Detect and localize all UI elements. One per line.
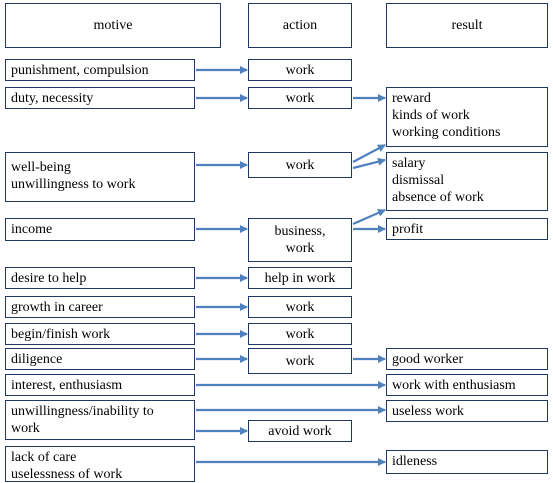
motive-box-desire-to-help: desire to help: [5, 267, 195, 289]
motive-box-punishment: punishment, compulsion: [5, 59, 195, 81]
arrow-work-to-salary: [352, 157, 386, 170]
action-box-work-4: work: [248, 296, 352, 318]
action-header: action: [248, 3, 352, 48]
motive-box-begin-finish: begin/finish work: [5, 323, 195, 345]
action-box-work-5: work: [248, 323, 352, 345]
motive-box-lack-of-care: lack of care uselessness of work: [5, 446, 195, 482]
motive-box-interest: interest, enthusiasm: [5, 374, 195, 396]
action-box-work-2: work: [248, 87, 352, 109]
motive-box-well-being: well-being unwillingness to work: [5, 152, 195, 202]
motive-box-duty: duty, necessity: [5, 87, 195, 109]
result-box-enthusiasm: work with enthusiasm: [386, 374, 548, 396]
motive-box-diligence: diligence: [5, 348, 195, 370]
result-box-idleness: idleness: [386, 450, 548, 474]
motive-box-income: income: [5, 218, 195, 241]
action-box-work-3: work: [248, 152, 352, 178]
result-header: result: [386, 3, 548, 48]
motive-box-unwillingness: unwillingness/inability to work: [5, 400, 195, 440]
result-box-reward: reward kinds of work working conditions: [386, 87, 548, 147]
motive-header: motive: [5, 3, 221, 48]
motive-box-career: growth in career: [5, 296, 195, 318]
action-box-business: business, work: [248, 218, 352, 262]
result-box-salary: salary dismissal absence of work: [386, 152, 548, 211]
arrow-business-to-salary: [352, 208, 386, 226]
arrow-work-to-reward-up: [352, 144, 386, 163]
result-box-useless-work: useless work: [386, 400, 548, 422]
action-box-avoid-work: avoid work: [248, 420, 352, 442]
result-box-good-worker: good worker: [386, 348, 548, 370]
result-box-profit: profit: [386, 218, 548, 240]
action-box-work-1: work: [248, 59, 352, 81]
action-box-work-6: work: [248, 348, 352, 374]
action-box-help-in-work: help in work: [248, 267, 352, 289]
